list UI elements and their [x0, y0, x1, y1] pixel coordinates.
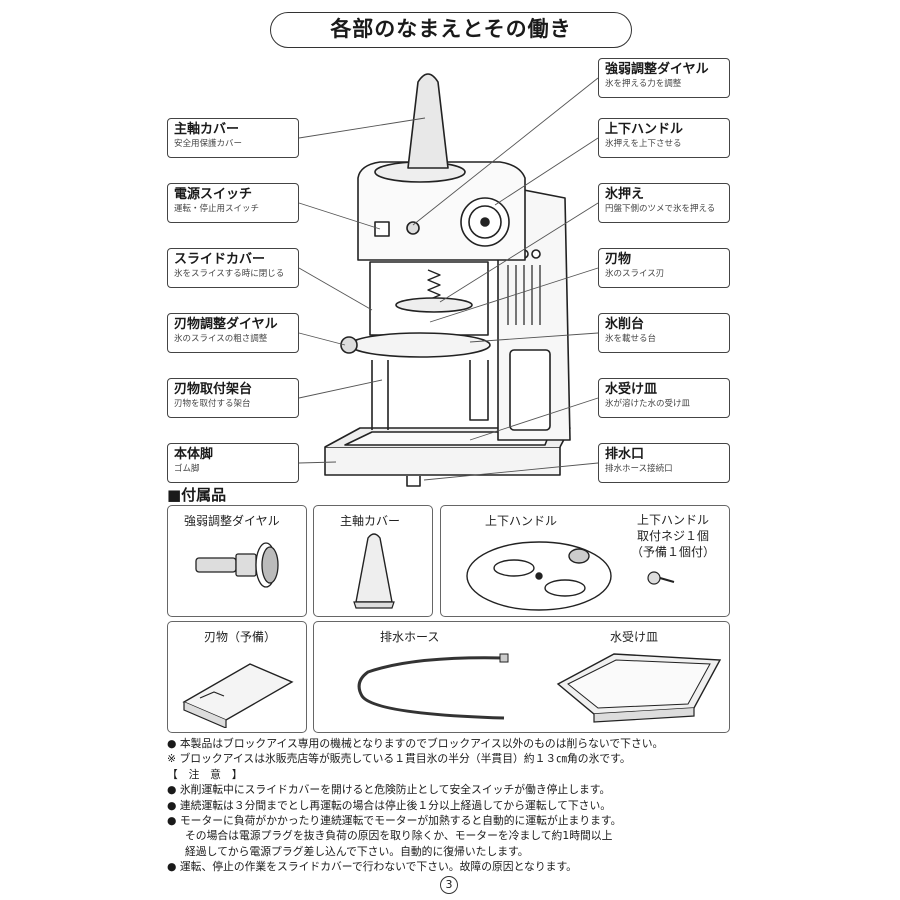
part-name: 刃物調整ダイヤル [174, 317, 278, 332]
label-pressure-dial: 強弱調整ダイヤル 氷を押える力を調整 [598, 58, 730, 98]
drain-hose-icon [357, 653, 509, 720]
label-slide-cover: スライドカバー 氷をスライスする時に閉じる [167, 248, 299, 288]
accessory-label: 強弱調整ダイヤル [184, 514, 280, 528]
part-desc: 氷のスライス刃 [605, 269, 665, 279]
part-name: 刃物取付架台 [174, 382, 253, 397]
label-blade-adjust-dial: 刃物調整ダイヤル 氷のスライスの粗さ調整 [167, 313, 299, 353]
caution-4: ● 運転、停止の作業をスライドカバーで行わないで下さい。故障の原因となります。 [167, 860, 577, 874]
screw-line-3: （予備１個付） [631, 545, 716, 559]
part-name: 刃物 [605, 252, 632, 267]
part-desc: 円盤下側のツメで氷を押える [605, 204, 716, 214]
caution-3-cont2: 経過してから電源プラグ差し込んで下さい。自動的に復帰いたします。 [185, 844, 529, 858]
accessory-label: 水受け皿 [610, 630, 659, 644]
accessory-label: 上下ハンドル [485, 514, 558, 528]
label-ice-table: 氷削台 氷を載せる台 [598, 313, 730, 353]
caution-2: ● 連続運転は３分間までとし再運転の場合は停止後１分以上経過してから運転して下さ… [167, 798, 612, 812]
label-power-switch: 電源スイッチ 運転・停止用スイッチ [167, 183, 299, 223]
part-name: 本体脚 [174, 447, 214, 462]
part-name: 電源スイッチ [174, 187, 253, 202]
part-desc: 氷のスライスの粗さ調整 [174, 334, 268, 344]
shaft-cover-icon [353, 533, 395, 609]
accessory-box-blade: 刃物（予備） [167, 621, 307, 733]
part-name: 排水口 [605, 447, 645, 462]
part-name: 氷削台 [605, 317, 645, 332]
handle-disc-icon [466, 541, 612, 611]
part-desc: 安全用保護カバー [174, 139, 243, 149]
screw-label: 上下ハンドル 取付ネジ１個 （予備１個付） [631, 512, 715, 560]
notes: ● 本製品はブロックアイス専用の機械となりますのでブロックアイス以外のものは削ら… [167, 736, 767, 875]
part-desc: ゴム脚 [174, 464, 200, 474]
accessory-box-dial: 強弱調整ダイヤル [167, 505, 307, 617]
part-desc: 氷が溶けた水の受け皿 [605, 399, 691, 409]
label-main-shaft-cover: 主軸カバー 安全用保護カバー [167, 118, 299, 158]
caution-heading: 【 注 意 】 [167, 767, 243, 781]
accessory-label: 主軸カバー [340, 514, 401, 528]
accessory-box-hose-tray: 排水ホース 水受け皿 [313, 621, 730, 733]
accessories-heading: ■付属品 [167, 486, 227, 504]
caution-1: ● 氷削運転中にスライドカバーを開けると危険防止として安全スイッチが働き停止しま… [167, 783, 611, 797]
label-up-down-handle: 上下ハンドル 氷押えを上下させる [598, 118, 730, 158]
label-ice-presser: 氷押え 円盤下側のツメで氷を押える [598, 183, 730, 223]
label-water-tray: 水受け皿 氷が溶けた水の受け皿 [598, 378, 730, 418]
part-desc: 氷をスライスする時に閉じる [174, 269, 285, 279]
pressure-dial-icon [195, 542, 279, 588]
page-title: 各部のなまえとその働き [270, 12, 632, 48]
part-desc: 氷を載せる台 [605, 334, 657, 344]
water-tray-icon [556, 653, 722, 723]
screw-line-1: 上下ハンドル [637, 513, 710, 527]
accessory-label: 排水ホース [380, 630, 440, 644]
spare-blade-icon [182, 663, 294, 728]
ice-shaver-illustration [298, 73, 599, 487]
part-desc: 排水ホース接続口 [605, 464, 673, 474]
part-desc: 氷を押える力を調整 [605, 79, 682, 89]
label-blade-mount: 刃物取付架台 刃物を取付する架台 [167, 378, 299, 418]
accessory-box-handle: 上下ハンドル 上下ハンドル 取付ネジ１個 （予備１個付） [440, 505, 730, 617]
part-name: 上下ハンドル [605, 122, 684, 137]
part-name: 主軸カバー [174, 122, 240, 137]
caution-3: ● モーターに負荷がかかったり連続運転でモーターが加熱すると自動的に運転が止まり… [167, 814, 622, 828]
caution-3-cont: その場合は電源プラグを抜き負荷の原因を取り除くか、モーターを冷まして約1時間以上 [185, 829, 613, 843]
label-blade: 刃物 氷のスライス刃 [598, 248, 730, 288]
part-desc: 氷押えを上下させる [605, 139, 682, 149]
accessory-label: 刃物（予備） [204, 630, 277, 644]
page-number: 3 [440, 876, 458, 894]
screw-icon [647, 571, 675, 585]
accessory-box-cover: 主軸カバー [313, 505, 433, 617]
note-2: ※ ブロックアイスは氷販売店等が販売している１貫目氷の半分（半貫目）約１３㎝角の… [167, 752, 631, 766]
part-desc: 刃物を取付する架台 [174, 399, 251, 409]
label-body-feet: 本体脚 ゴム脚 [167, 443, 299, 483]
part-name: 氷押え [605, 187, 645, 202]
part-name: スライドカバー [174, 252, 266, 267]
part-name: 強弱調整ダイヤル [605, 62, 709, 77]
note-1: ● 本製品はブロックアイス専用の機械となりますのでブロックアイス以外のものは削ら… [167, 737, 664, 750]
part-name: 水受け皿 [605, 382, 658, 397]
part-desc: 運転・停止用スイッチ [174, 204, 260, 214]
screw-line-2: 取付ネジ１個 [637, 529, 710, 543]
label-drain-port: 排水口 排水ホース接続口 [598, 443, 730, 483]
